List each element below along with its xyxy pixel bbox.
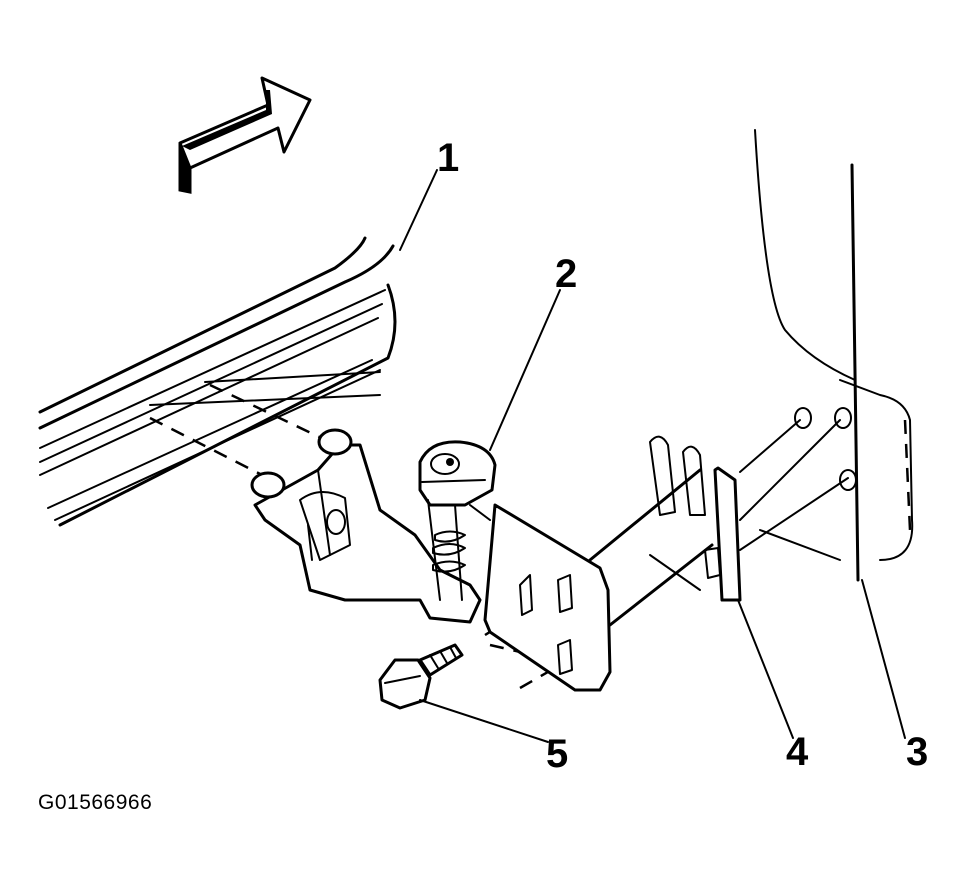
body-pillar — [739, 129, 914, 582]
hinge-shim — [649, 435, 742, 602]
leader-lines — [399, 169, 906, 743]
hinge-pin-spring — [418, 440, 497, 601]
body-hinge-bracket — [483, 468, 714, 692]
callout-5: 5 — [546, 732, 569, 776]
callout-4: 4 — [786, 730, 809, 774]
figure-id: G01566966 — [38, 791, 153, 814]
callout-3: 3 — [906, 730, 929, 774]
door-hinge-half — [250, 428, 482, 624]
callout-2: 2 — [555, 252, 578, 296]
callout-1: 1 — [437, 136, 460, 180]
door-panel — [38, 236, 397, 527]
direction-arrow-icon — [178, 76, 312, 194]
hinge-bolt — [378, 643, 464, 710]
